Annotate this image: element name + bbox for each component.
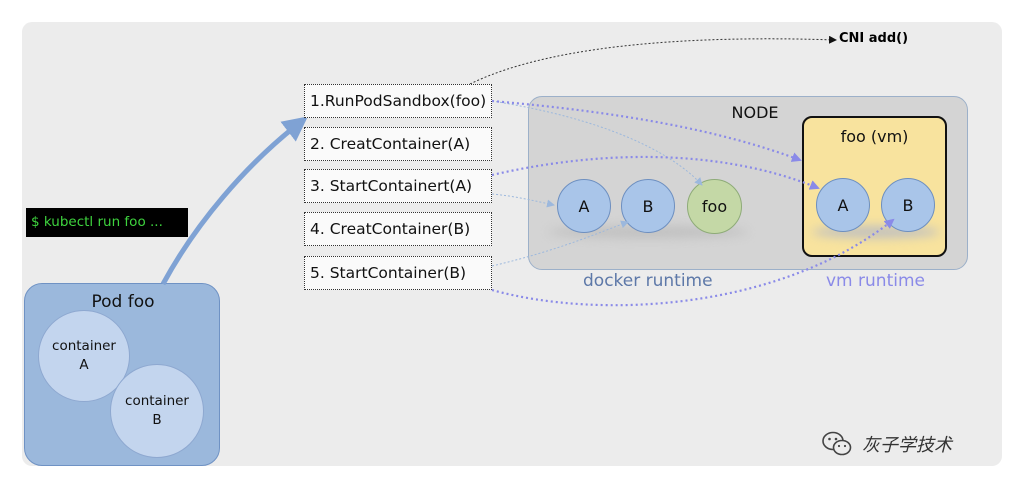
step-run-pod-sandbox: 1.RunPodSandbox(foo) bbox=[304, 84, 492, 118]
pod-container-a-line1: container bbox=[52, 338, 116, 354]
vm-container-a: A bbox=[816, 178, 870, 232]
docker-container-foo: foo bbox=[687, 179, 742, 234]
pod-container-b-line2: B bbox=[152, 412, 162, 428]
pod-title: Pod foo bbox=[91, 292, 155, 312]
wechat-icon bbox=[822, 431, 852, 456]
pod-container-a: container A bbox=[38, 310, 130, 402]
pod-container-b: container B bbox=[110, 364, 204, 458]
docker-runtime-label: docker runtime bbox=[583, 271, 713, 291]
vm-container-b: B bbox=[881, 178, 935, 232]
kubectl-command: $ kubectl run foo ... bbox=[26, 208, 188, 237]
pod-container-b-line1: container bbox=[125, 393, 189, 409]
pod-foo: Pod foo container A container B bbox=[24, 283, 220, 466]
docker-container-a: A bbox=[557, 179, 611, 233]
step-create-container-a: 2. CreatContainer(A) bbox=[304, 127, 492, 161]
step-create-container-b: 4. CreatContainer(B) bbox=[304, 212, 492, 246]
watermark-text: 灰子学技术 bbox=[862, 435, 952, 456]
cni-add-label: CNI add() bbox=[839, 31, 909, 46]
docker-container-b: B bbox=[621, 179, 675, 233]
vm-runtime-label: vm runtime bbox=[826, 271, 925, 291]
pod-container-a-line2: A bbox=[79, 357, 89, 373]
step-start-container-a: 3. StartContainert(A) bbox=[304, 169, 492, 203]
step-start-container-b: 5. StartContainer(B) bbox=[304, 256, 492, 290]
watermark: 灰子学技术 bbox=[822, 428, 952, 460]
vm-pod-title: foo (vm) bbox=[840, 127, 909, 146]
